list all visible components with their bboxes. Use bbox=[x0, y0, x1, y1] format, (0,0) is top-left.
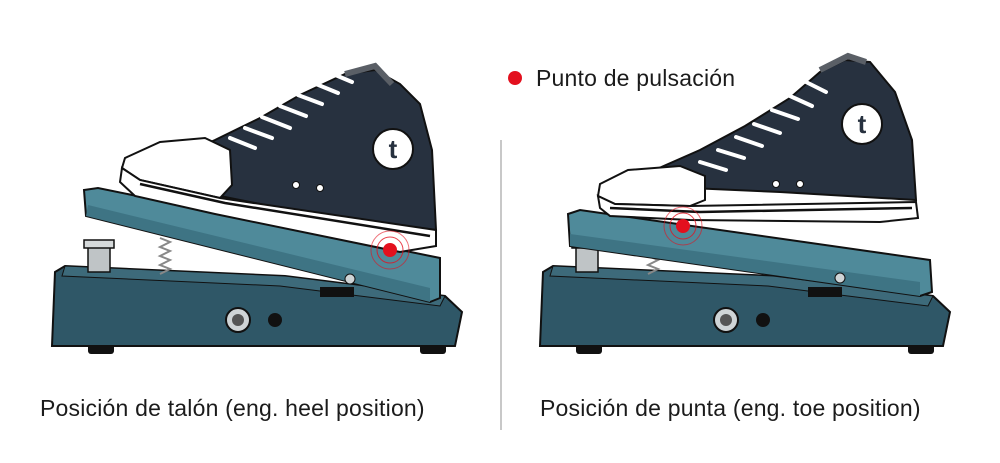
heel-position-caption: Posición de talón (eng. heel position) bbox=[40, 395, 425, 421]
heel-position-shoe bbox=[118, 62, 438, 254]
toe-position-pedal bbox=[539, 208, 951, 355]
heel-position-pedal bbox=[51, 186, 463, 355]
legend: Punto de pulsación bbox=[508, 60, 735, 96]
legend-label: Punto de pulsación bbox=[536, 64, 736, 91]
toe-position-caption: Posición de punta (eng. toe position) bbox=[540, 395, 921, 421]
legend-dot bbox=[508, 71, 522, 85]
heel-press-point bbox=[370, 230, 410, 270]
toe-position-shoe bbox=[596, 52, 920, 224]
toe-press-point bbox=[663, 206, 703, 246]
